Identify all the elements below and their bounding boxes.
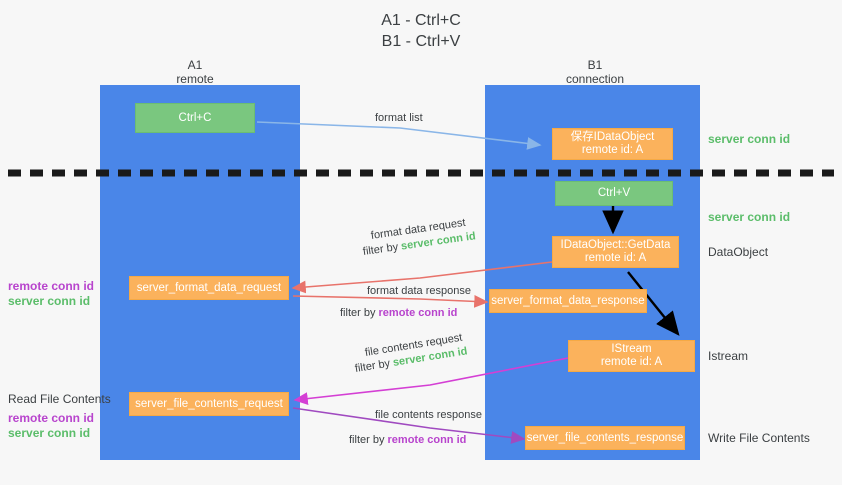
right-label-write-file-contents: Write File Contents [708,431,810,445]
node-ctrl-v[interactable]: Ctrl+V [555,181,673,206]
node-istream-title: IStream [611,343,652,355]
lane-header-a1: A1 remote [135,58,255,86]
node-server-format-data-response-label: server_format_data_response [491,294,645,307]
left-label-remote-conn-id-2: remote conn id [8,411,95,425]
lane-a1-name: A1 [187,58,203,72]
left-label-group-format: remote conn id server conn id [8,279,94,309]
node-server-format-data-response[interactable]: server_format_data_response [489,289,647,313]
right-label-server-conn-id-mid: server conn id [708,210,791,224]
node-istream[interactable]: IStream remote id: A [568,340,695,372]
node-getdata-subtitle: remote id: A [584,252,647,264]
filter-prefix: filter by [362,240,402,258]
edge-label-format-data-response-filter: filter by remote conn id [340,306,457,320]
left-label-server-conn-id-1: server conn id [8,294,91,308]
node-idataobject-getdata[interactable]: IDataObject::GetData remote id: A [552,236,679,268]
node-server-file-contents-request-label: server_file_contents_request [135,397,283,410]
node-server-file-contents-response[interactable]: server_file_contents_response [525,426,685,450]
edge-label-file-contents-response-filter: filter by remote conn id [349,433,466,447]
left-label-server-conn-id-2: server conn id [8,426,91,440]
left-label-read-file-contents: Read File Contents [8,392,111,406]
node-save-idataobject[interactable]: 保存IDataObject remote id: A [552,128,673,160]
node-server-format-data-request-label: server_format_data_request [136,281,282,294]
node-ctrl-c[interactable]: Ctrl+C [135,103,255,133]
node-ctrl-c-label: Ctrl+C [178,111,212,124]
filter-prefix: filter by [349,434,388,446]
lane-a1-sub: remote [176,72,214,86]
title-line-1: A1 - Ctrl+C [381,12,461,29]
lane-b1-name: B1 [587,58,603,72]
edge-label-format-data-response: format data response [367,285,471,297]
left-label-remote-conn-id-1: remote conn id [8,279,95,293]
lane-header-b1: B1 connection [535,58,655,86]
edge-label-file-contents-response: file contents response [375,409,483,421]
filter-key-remote-conn-id: remote conn id [387,434,467,446]
node-server-file-contents-request[interactable]: server_file_contents_request [129,392,289,416]
node-server-file-contents-response-label: server_file_contents_response [526,431,684,444]
title-line-2: B1 - Ctrl+V [381,33,461,50]
node-getdata-title: IDataObject::GetData [560,239,671,251]
filter-key-remote-conn-id: remote conn id [378,307,458,319]
left-label-group-file: remote conn id server conn id [8,411,94,441]
right-label-istream: Istream [708,349,749,363]
right-label-dataobject: DataObject [708,245,769,259]
node-istream-subtitle: remote id: A [600,356,663,368]
node-ctrl-v-label: Ctrl+V [597,187,631,199]
node-server-format-data-request[interactable]: server_format_data_request [129,276,289,300]
filter-prefix: filter by [354,357,394,375]
filter-prefix: filter by [340,307,379,319]
right-label-server-conn-id-top: server conn id [708,132,791,146]
node-save-idataobject-title: 保存IDataObject [570,131,655,143]
edge-label-format-list: format list [375,112,423,124]
lane-b1-sub: connection [565,72,625,86]
node-save-idataobject-subtitle: remote id: A [581,144,644,156]
diagram-title: A1 - Ctrl+C B1 - Ctrl+V [0,10,842,52]
